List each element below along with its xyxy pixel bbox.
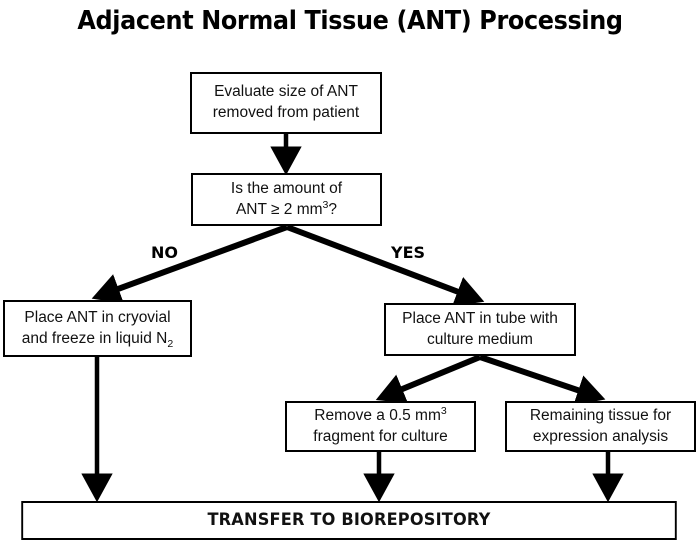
edge-tube-to-remaining	[479, 354, 606, 406]
branch-label-no: NO	[151, 243, 178, 262]
edge-decision-to-tube	[285, 224, 485, 307]
edge-tube-to-fragment	[375, 354, 482, 404]
node-transfer-biorepository: TRANSFER TO BIOREPOSITORY	[21, 501, 677, 540]
node-transfer-biorepository-label: TRANSFER TO BIOREPOSITORY	[207, 510, 491, 531]
edge-decision-to-cryovial	[91, 224, 289, 304]
page-title: Adjacent Normal Tissue (ANT) Processing	[77, 6, 623, 36]
branch-label-yes: YES	[391, 243, 426, 262]
